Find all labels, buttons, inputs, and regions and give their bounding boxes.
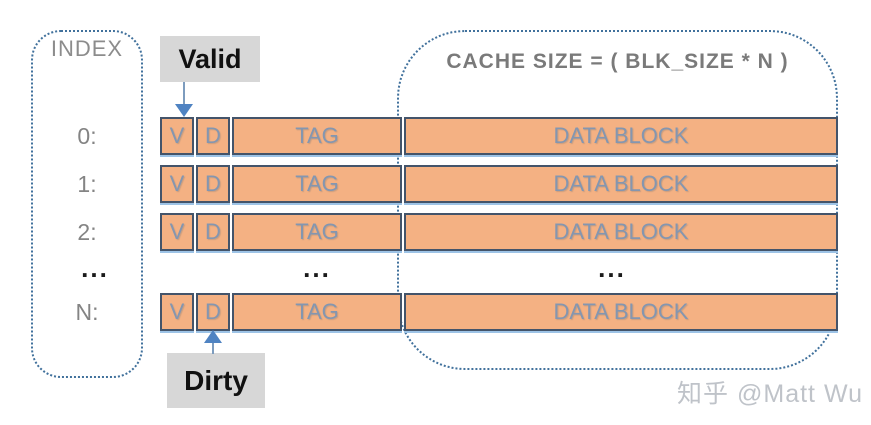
data-block-cell: DATA BLOCK [404,293,838,331]
data-block-cell: DATA BLOCK [404,213,838,251]
dirty-bit-cell: D [196,213,230,251]
dirty-bit-cell: D [196,165,230,203]
valid-callout: Valid [160,36,260,82]
valid-bit-cell: V [160,117,194,155]
cache-size-title: CACHE SIZE = ( BLK_SIZE * N ) [446,50,789,73]
data-block-cell: DATA BLOCK [404,117,838,155]
dirty-bit-cell: D [196,117,230,155]
cache-row-2: V D TAG DATA BLOCK [160,213,838,251]
tag-column-ellipsis: ... [303,253,331,283]
dirty-callout: Dirty [167,353,265,408]
dirty-arrow-up-icon [204,330,222,343]
valid-bit-cell: V [160,213,194,251]
tag-cell: TAG [232,165,402,203]
valid-arrow-down-icon [175,104,193,117]
valid-bit-cell: V [160,293,194,331]
tag-cell: TAG [232,117,402,155]
valid-arrow-line [183,82,185,106]
tag-cell: TAG [232,293,402,331]
index-label-n: N: [75,299,99,325]
tag-cell: TAG [232,213,402,251]
data-block-cell: DATA BLOCK [404,165,838,203]
index-panel [31,30,143,378]
index-ellipsis: ... [81,253,109,283]
cache-row-0: V D TAG DATA BLOCK [160,117,838,155]
index-label-2: 2: [77,219,97,245]
dirty-arrow-line [212,342,214,354]
index-label-1: 1: [77,171,97,197]
index-label-0: 0: [77,123,97,149]
watermark: 知乎 @Matt Wu [677,380,863,408]
valid-bit-cell: V [160,165,194,203]
data-column-ellipsis: ... [598,253,626,283]
cache-row-1: V D TAG DATA BLOCK [160,165,838,203]
dirty-bit-cell: D [196,293,230,331]
cache-row-n: V D TAG DATA BLOCK [160,293,838,331]
index-title: INDEX [50,36,124,61]
